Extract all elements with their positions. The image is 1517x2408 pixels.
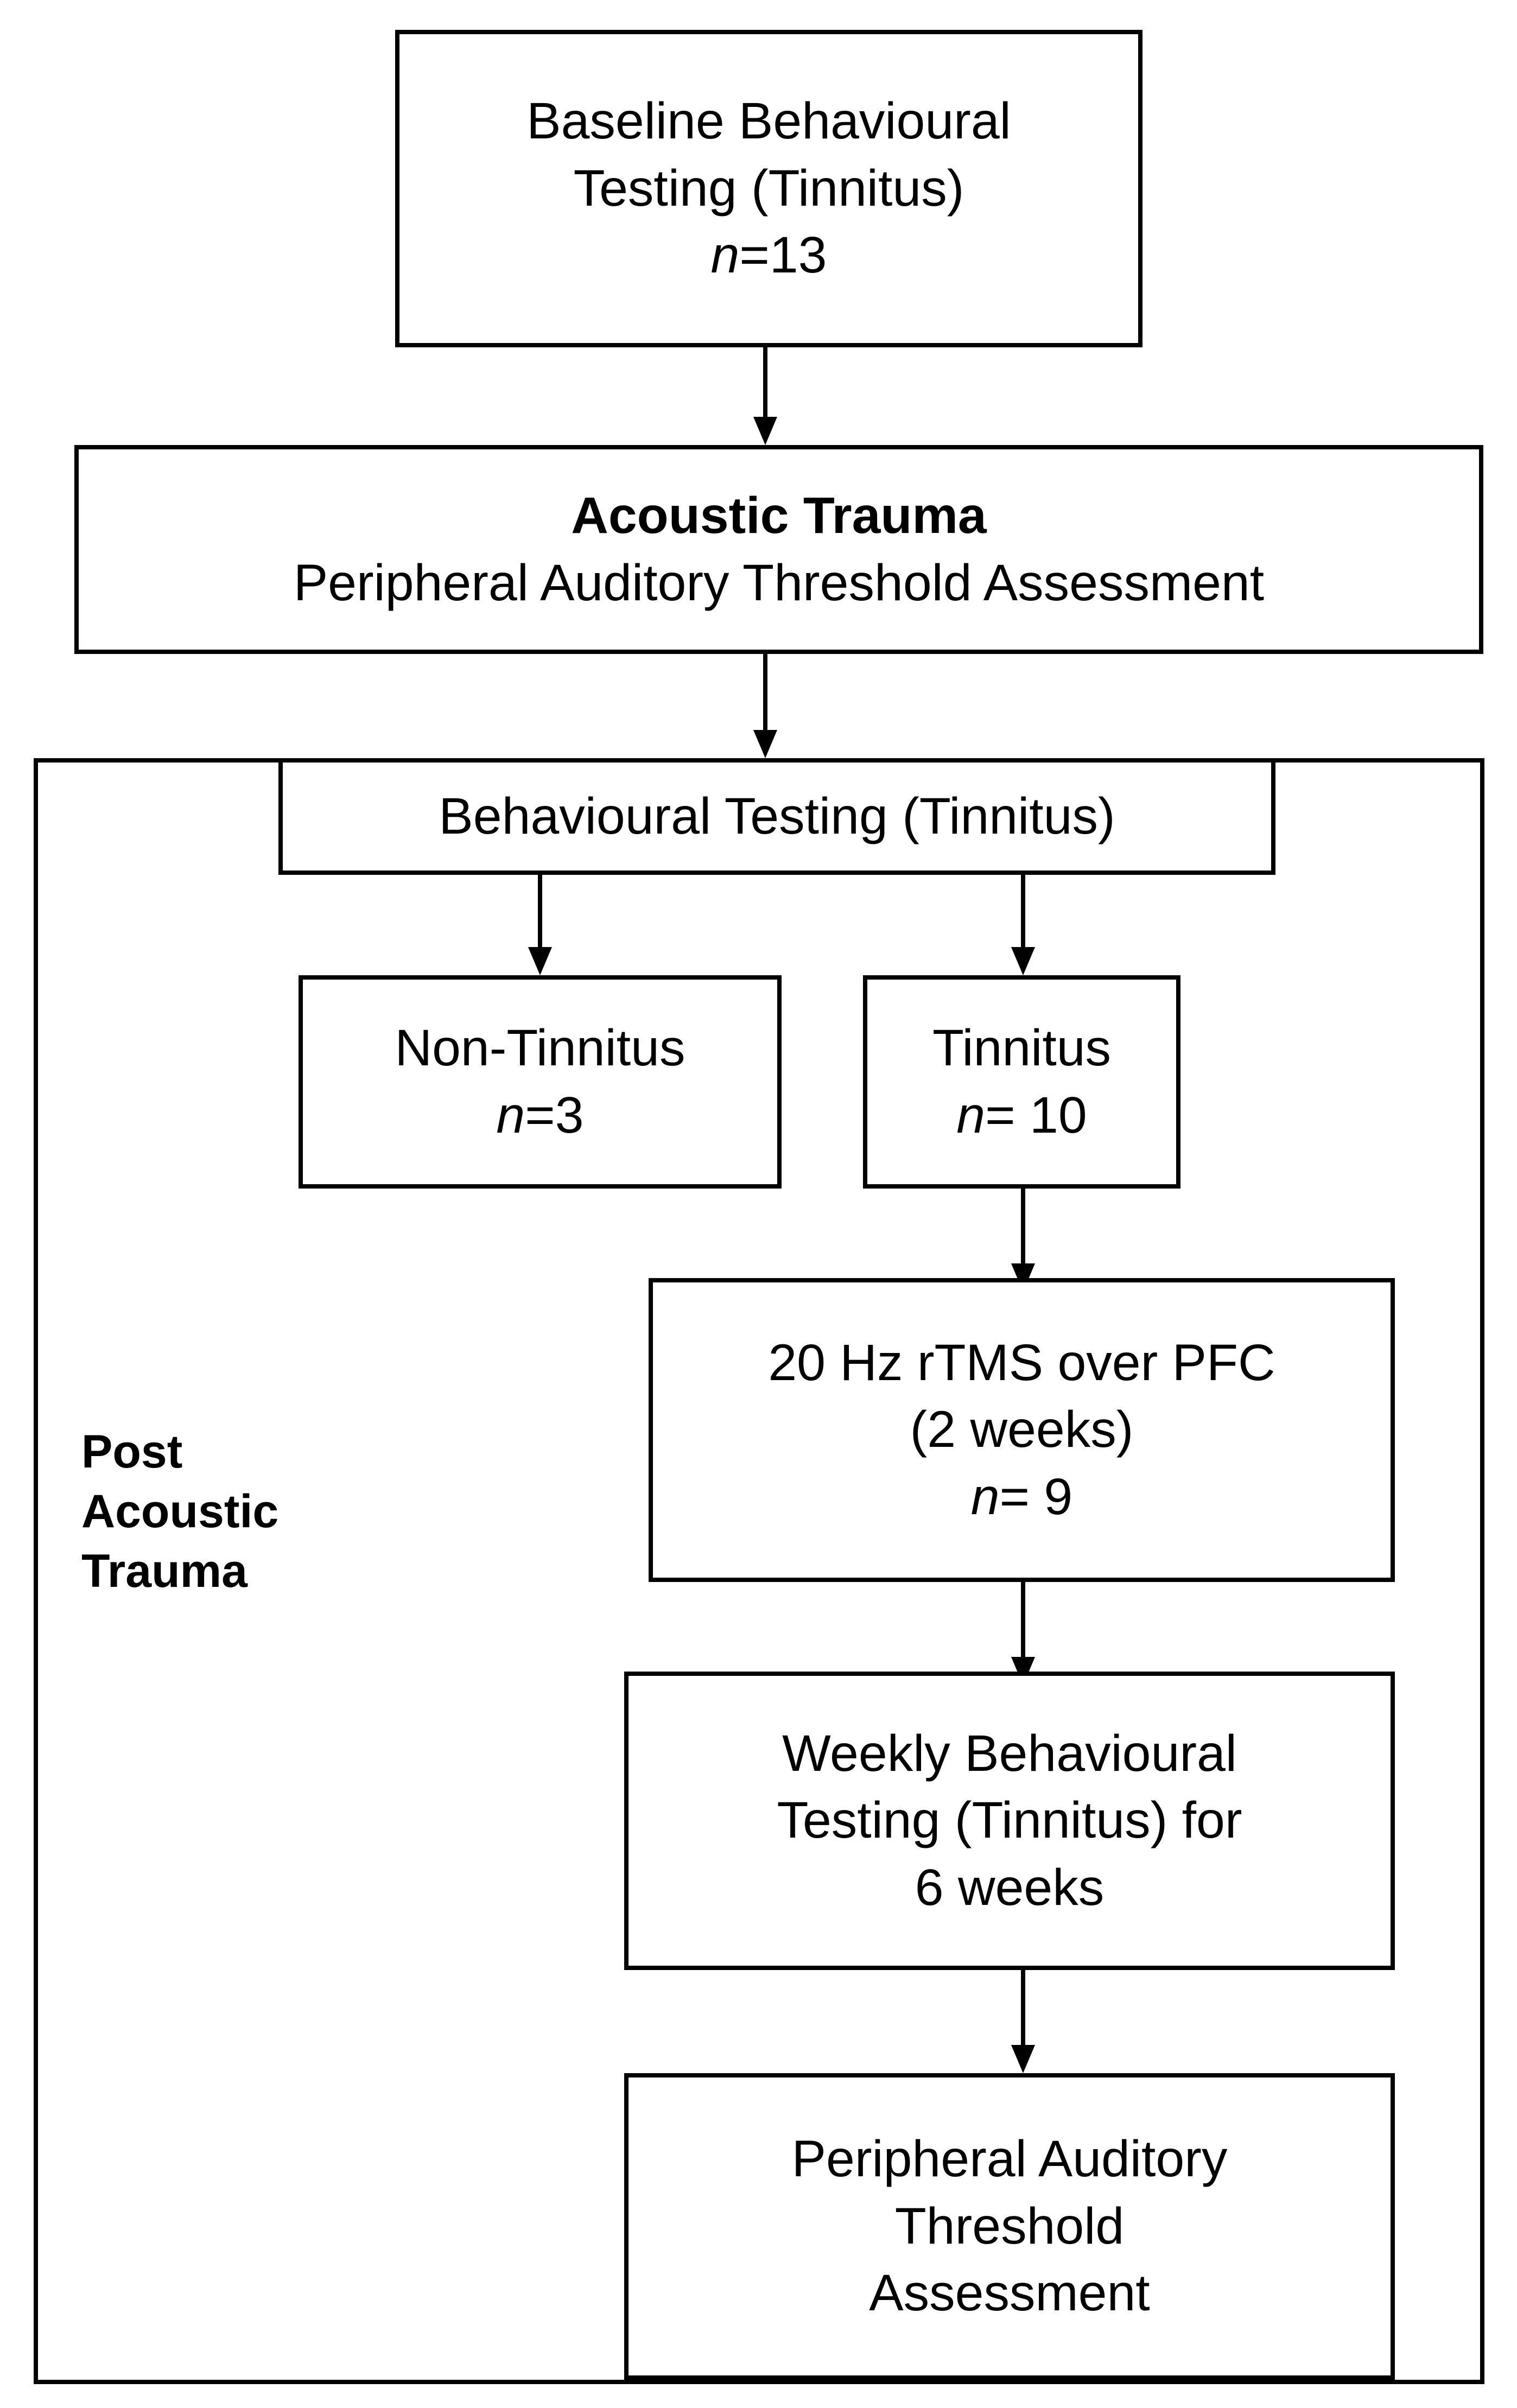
edge-trauma-to-behavioural (749, 654, 782, 758)
node-baseline-line-1: Baseline Behavioural (526, 92, 1011, 150)
edge-weekly-to-peripheral (1007, 1970, 1039, 2073)
post-label-line-3: Trauma (81, 1545, 247, 1598)
edge-shaft (538, 875, 542, 949)
node-acoustic-trauma-title: Acoustic Trauma (571, 487, 987, 544)
edge-arrowhead (1011, 2045, 1035, 2073)
node-peripheral-line-2: Threshold (894, 2197, 1125, 2255)
node-baseline-line-2: Testing (Tinnitus) (573, 159, 964, 217)
node-weekly-line-1: Weekly Behavioural (782, 1724, 1237, 1782)
post-label-line-2: Acoustic (81, 1485, 279, 1538)
node-baseline-n-value: =13 (739, 226, 827, 284)
node-weekly-line-2: Testing (Tinnitus) for (777, 1791, 1242, 1850)
edge-behavioural-to-non-tinnitus (524, 875, 556, 975)
node-acoustic-trauma: Acoustic Trauma Peripheral Auditory Thre… (74, 445, 1483, 654)
edge-arrowhead (1011, 947, 1035, 975)
node-non-tinnitus-n-symbol: n (496, 1086, 525, 1144)
node-peripheral-line-3: Assessment (869, 2264, 1150, 2322)
node-behavioural-testing: Behavioural Testing (Tinnitus) (278, 758, 1275, 875)
node-non-tinnitus-n-value: =3 (525, 1086, 584, 1144)
edge-shaft (763, 347, 767, 419)
node-tinnitus-label: Tinnitus (932, 1019, 1112, 1077)
node-acoustic-trauma-subtitle: Peripheral Auditory Threshold Assessment (293, 554, 1265, 612)
post-label-line-1: Post (81, 1426, 183, 1478)
node-behavioural-testing-line-1: Behavioural Testing (Tinnitus) (439, 787, 1115, 845)
node-tinnitus-n: n= 10 (956, 1082, 1087, 1149)
node-rtms-n-symbol: n (970, 1467, 1000, 1526)
node-tinnitus-n-symbol: n (956, 1086, 986, 1144)
edge-arrowhead (528, 947, 552, 975)
node-baseline-behavioural-testing: Baseline Behavioural Testing (Tinnitus) … (395, 30, 1142, 347)
node-baseline-n: n=13 (711, 222, 827, 289)
edge-behavioural-to-tinnitus (1007, 875, 1039, 975)
edge-baseline-to-trauma (749, 347, 782, 445)
edge-tinnitus-to-rtms (1007, 1189, 1039, 1292)
node-peripheral-line-1: Peripheral Auditory (791, 2130, 1228, 2188)
node-rtms: 20 Hz rTMS over PFC (2 weeks) n= 9 (649, 1278, 1395, 1582)
edge-rtms-to-weekly (1007, 1582, 1039, 1685)
node-rtms-n: n= 9 (971, 1464, 1073, 1531)
edge-shaft (1021, 1189, 1025, 1266)
node-non-tinnitus-n: n=3 (496, 1082, 583, 1149)
edge-shaft (1021, 1582, 1025, 1659)
node-tinnitus: Tinnitus n= 10 (863, 975, 1180, 1189)
node-rtms-n-value: = 9 (999, 1467, 1073, 1526)
node-weekly-line-3: 6 weeks (915, 1858, 1105, 1916)
node-rtms-line-1: 20 Hz rTMS over PFC (768, 1333, 1275, 1392)
edge-shaft (1021, 1970, 1025, 2047)
node-weekly-behavioural-testing: Weekly Behavioural Testing (Tinnitus) fo… (624, 1672, 1395, 1970)
node-non-tinnitus: Non-Tinnitus n=3 (299, 975, 782, 1189)
node-tinnitus-n-value: = 10 (985, 1086, 1087, 1144)
edge-arrowhead (753, 730, 777, 758)
node-peripheral-auditory-threshold-assessment: Peripheral Auditory Threshold Assessment (624, 2073, 1395, 2380)
node-rtms-line-2: (2 weeks) (910, 1401, 1134, 1459)
edge-shaft (763, 654, 767, 732)
post-acoustic-trauma-label: Post Acoustic Trauma (81, 1422, 278, 1601)
node-baseline-n-symbol: n (710, 226, 740, 284)
edge-shaft (1021, 875, 1025, 949)
node-non-tinnitus-label: Non-Tinnitus (395, 1019, 685, 1077)
edge-arrowhead (753, 417, 777, 445)
